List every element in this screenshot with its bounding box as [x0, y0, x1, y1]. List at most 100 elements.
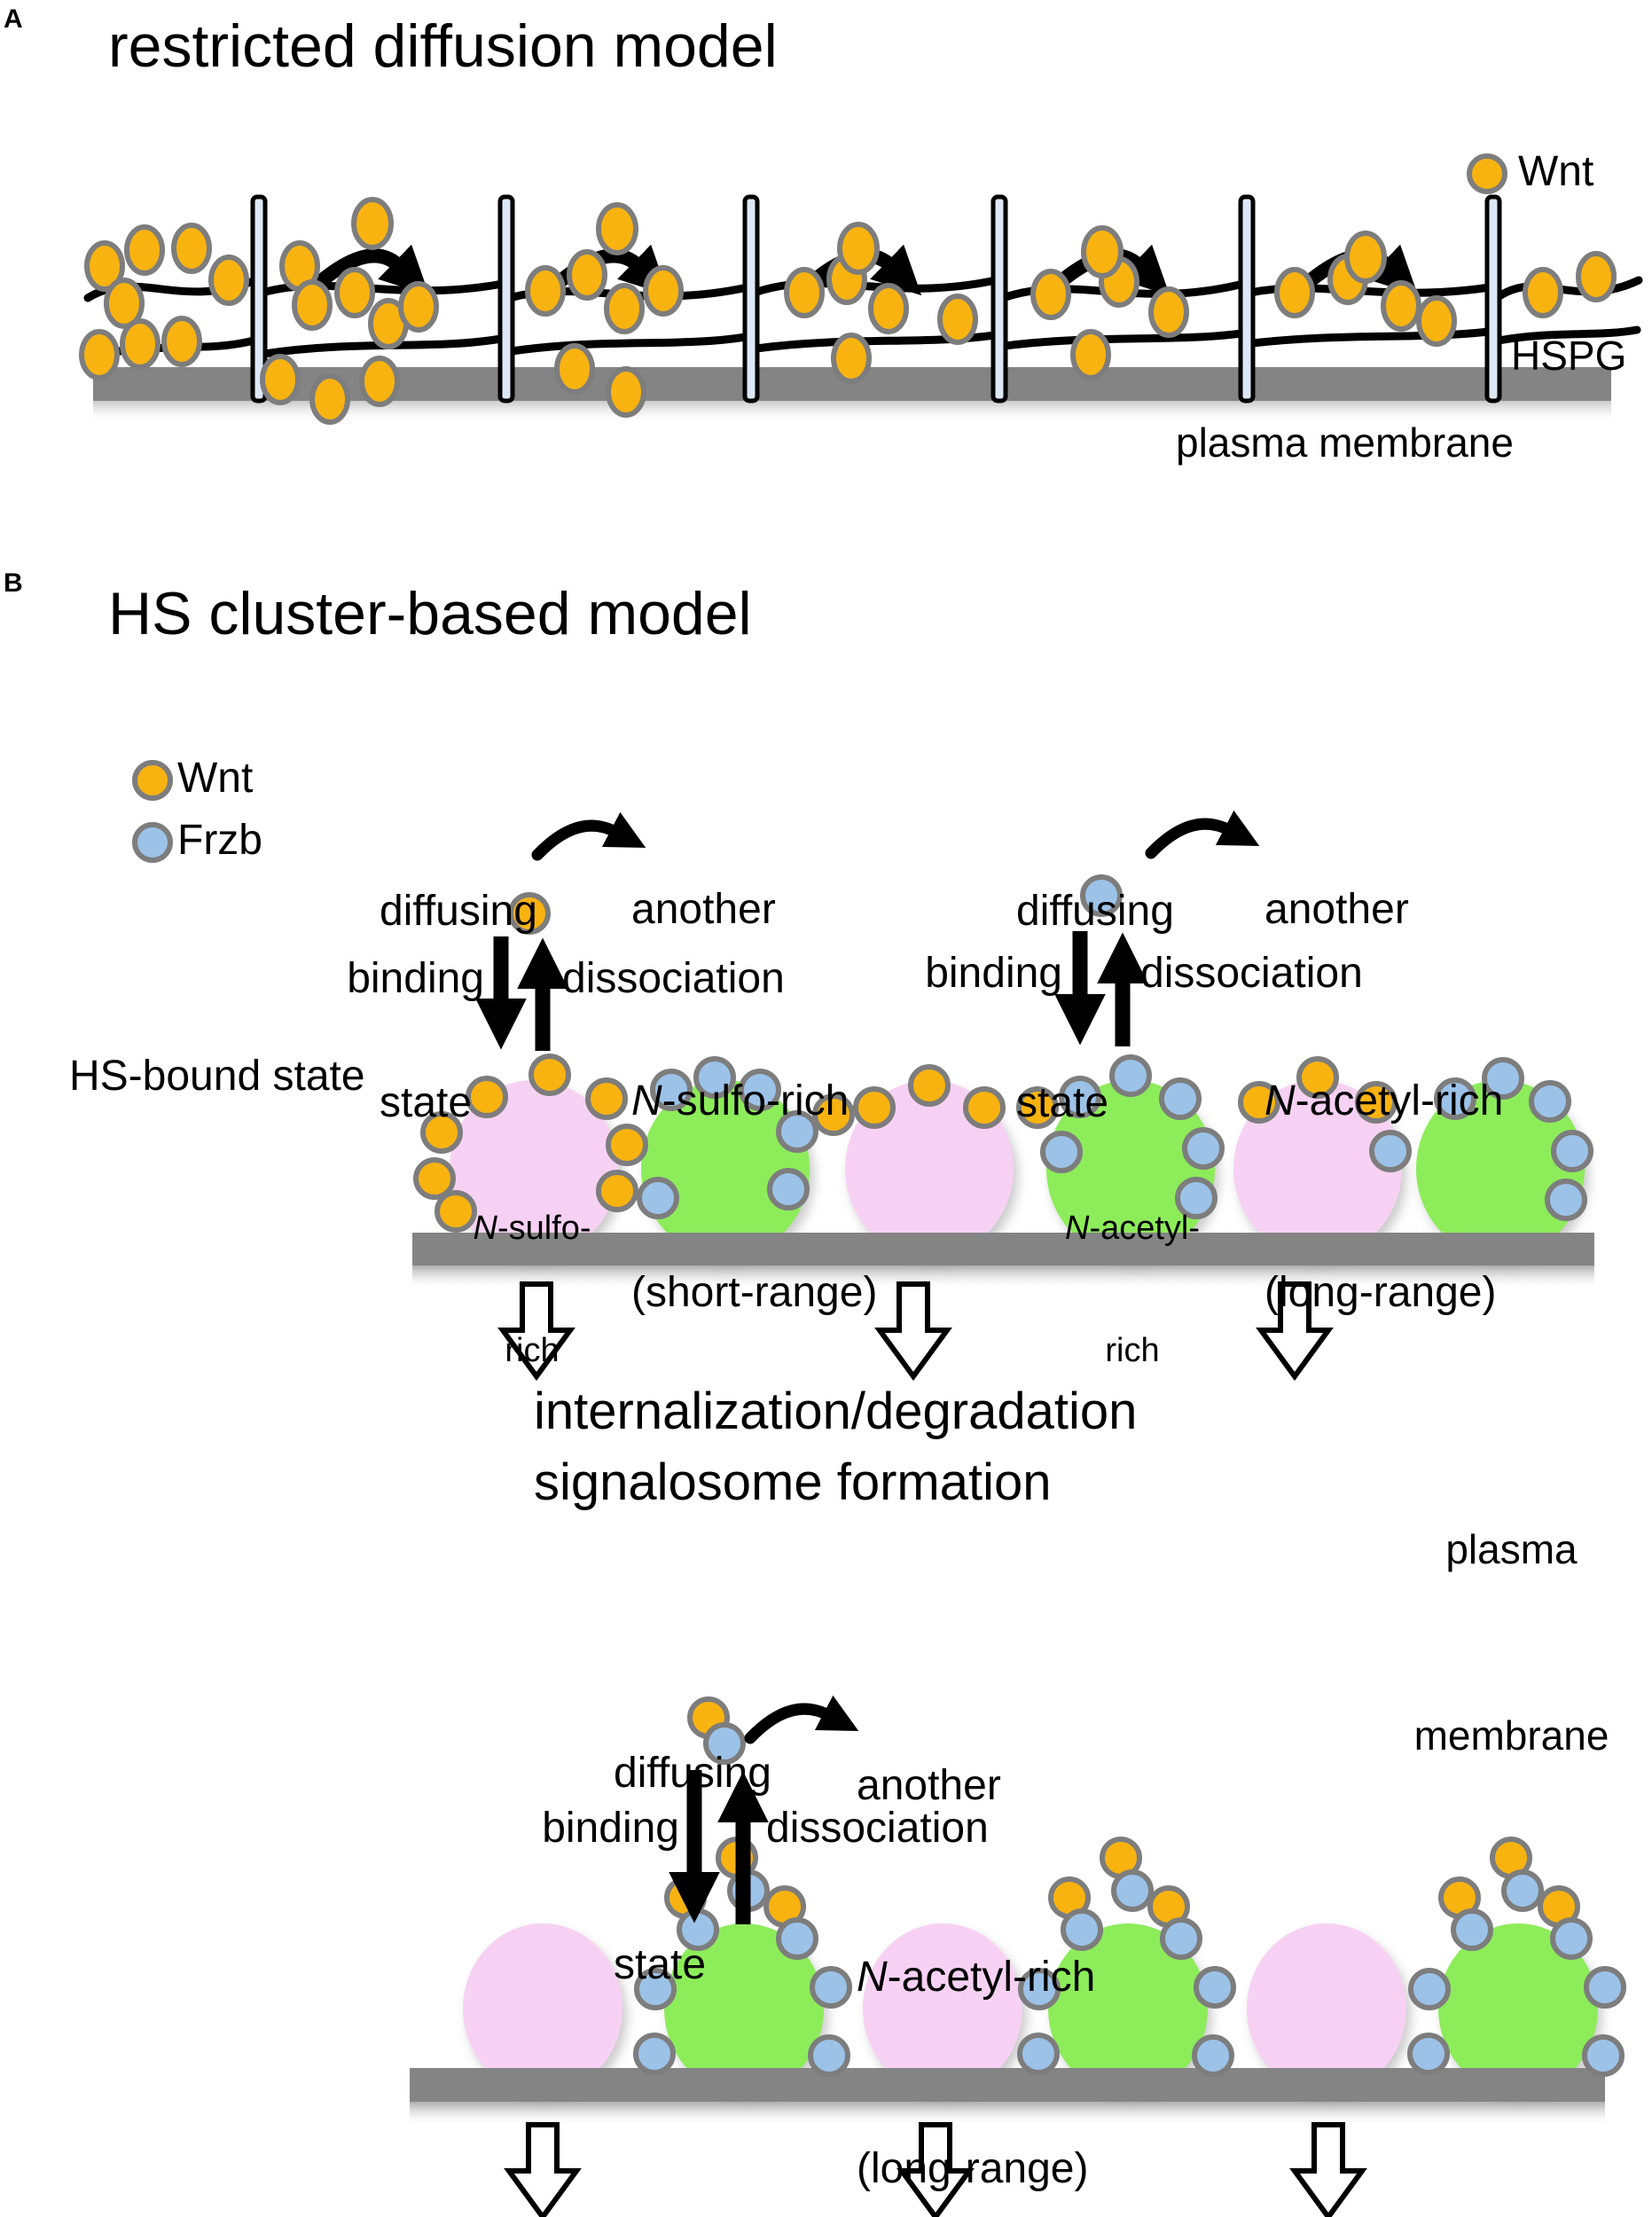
hs-chain — [1248, 327, 1492, 348]
internalization-arrow — [1289, 2122, 1367, 2217]
label-line: state — [614, 1941, 707, 1988]
internalization-arrow — [1256, 1281, 1334, 1382]
panel-b-label: B — [4, 568, 23, 598]
frzb-particle-bound — [1408, 1968, 1451, 2010]
frzb-particle-bound — [633, 2033, 676, 2075]
binding-label-1: binding — [347, 955, 484, 1002]
wnt-particle — [334, 267, 375, 318]
wnt-particle-diffusing — [508, 892, 551, 935]
wnt-particle — [84, 240, 125, 292]
diffusing-state-label-1: diffusing state — [380, 752, 537, 1263]
frzb-particle-diffusing — [1080, 874, 1123, 917]
wnt-particle-bound — [963, 1086, 1006, 1129]
wnt-particle — [1576, 251, 1617, 302]
frzb-particle-bound — [1175, 1177, 1217, 1219]
label-line: N-acetyl- — [1064, 1210, 1201, 1247]
n-sulfo-rich-cluster-label: N-sulfo- rich — [473, 1126, 591, 1453]
frzb-particle-bound — [1109, 1054, 1152, 1097]
wnt-particle-bound — [812, 1093, 855, 1136]
plasma-membrane-b2 — [410, 2068, 1605, 2125]
binding-label-2: binding — [925, 950, 1062, 997]
wnt-particle — [1274, 267, 1315, 318]
label-line: N-acetyl-rich — [857, 1954, 1096, 2001]
internalization-arrow — [497, 1281, 575, 1382]
label-line: N-acetyl-rich — [1264, 1077, 1504, 1124]
frzb-particle-bound — [1061, 1908, 1103, 1951]
label-line: another — [857, 1762, 1001, 1809]
panel-b-title: HS cluster-based model — [108, 580, 752, 647]
hspg-label: HSPG — [1511, 333, 1627, 379]
wnt-particle — [937, 294, 978, 345]
wnt-legend-icon — [1467, 153, 1507, 194]
frzb-particle-bound — [1160, 1917, 1202, 1960]
plasma-membrane-label-a: plasma membrane — [1176, 419, 1514, 466]
panel-a-label: A — [4, 4, 23, 34]
frzb-particle-bound — [1194, 1966, 1236, 2009]
wnt-particle-bound — [1016, 1086, 1059, 1129]
frzb-particle-diffusing — [703, 1722, 746, 1765]
transfer-arrow — [744, 1695, 859, 1744]
dissociation-label-2: dissociation — [1140, 950, 1363, 997]
n-sulfo-rich-cluster — [450, 1080, 618, 1257]
another-n-sulfo-label: another N-sulfo-rich (short-range) — [631, 750, 877, 1453]
diffusing-state-label-3: diffusing state — [614, 1614, 771, 2125]
label-line: (short-range) — [631, 1269, 878, 1316]
frzb-particle-bound — [1550, 1917, 1593, 1960]
frzb-particle-bound — [739, 1069, 781, 1111]
frzb-particle-bound — [1551, 1130, 1593, 1172]
n-acetyl-rich-cluster-label: N-acetyl- rich — [1065, 1126, 1200, 1453]
wnt-particle — [309, 373, 350, 425]
wnt-particle — [604, 283, 645, 334]
wnt-legend-icon — [132, 760, 173, 801]
another-n-acetyl-label-2: another N-acetyl-rich (long-range) — [857, 1626, 1095, 2217]
hspg-core-post — [250, 194, 268, 403]
internalization-arrow — [504, 2122, 582, 2217]
frzb-particle-bound — [1192, 2034, 1234, 2077]
n-acetyl-rich-cluster — [1046, 1080, 1215, 1257]
n-acetyl-rich-cluster — [1438, 1923, 1598, 2094]
plasma-membrane-b1 — [412, 1233, 1594, 1289]
diffusing-state-label-2: diffusing state — [1016, 752, 1174, 1263]
wnt-legend-label: Wnt — [177, 755, 254, 802]
frzb-particle-bound — [776, 1110, 818, 1153]
hs-cluster-row-1 — [450, 1080, 1589, 1265]
wnt-particle — [104, 278, 145, 329]
panel-a-title: restricted diffusion model — [108, 12, 778, 80]
hs-bound-state-label: HS-bound state — [69, 1053, 365, 1100]
wnt-particle — [567, 249, 607, 301]
frzb-particle-bound — [693, 1056, 736, 1099]
wnt-particle-diffusing — [351, 197, 394, 250]
wnt-particle — [208, 255, 249, 306]
frzb-particle-bound — [1451, 1908, 1493, 1951]
label-line: N-sulfo- — [473, 1210, 591, 1247]
wnt-particle — [260, 354, 301, 405]
hspg-core-post — [1484, 194, 1502, 403]
frzb-particle-bound — [1584, 1966, 1626, 2009]
wnt-particle-bound — [1238, 1081, 1280, 1124]
label-line: rich — [505, 1332, 560, 1369]
hs-cluster-row-2 — [463, 1923, 1602, 2101]
wnt-particle-diffusing — [1081, 225, 1124, 278]
frzb-particle-bound — [1059, 1076, 1101, 1118]
label-line: (long-range) — [857, 2145, 1089, 2192]
wnt-particle-bound — [585, 1077, 628, 1120]
panel-a-wnt-legend-label: Wnt — [1518, 148, 1594, 195]
wnt-particle — [120, 318, 161, 370]
frzb-particle-bound — [1040, 1131, 1083, 1173]
frzb-particle-bound — [1018, 1968, 1061, 2010]
wnt-particle — [79, 329, 120, 380]
label-line: diffusing — [380, 888, 537, 935]
wnt-particle — [161, 316, 202, 367]
label-line: rich — [1105, 1332, 1160, 1369]
label-line: diffusing — [1016, 888, 1174, 935]
internalization-arrow — [896, 2122, 975, 2217]
wnt-particle — [831, 333, 872, 384]
frzb-particle-bound — [1582, 2034, 1625, 2077]
hspg-core-post — [1238, 194, 1256, 403]
label-line: diffusing — [614, 1750, 771, 1797]
hs-chain — [1000, 329, 1246, 350]
label-line: (long-range) — [1264, 1269, 1497, 1316]
frzb-particle-bound — [1434, 1077, 1476, 1120]
wnt-particle — [292, 279, 333, 331]
